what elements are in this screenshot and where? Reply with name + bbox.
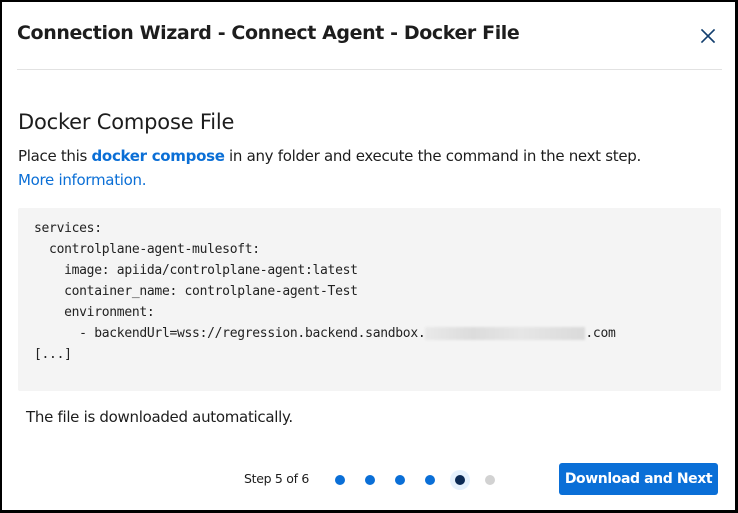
step-current-icon xyxy=(455,475,465,485)
step-done-icon xyxy=(365,475,375,485)
step-dot-5[interactable] xyxy=(450,470,470,490)
step-dot-2[interactable] xyxy=(360,470,380,490)
step-done-icon xyxy=(425,475,435,485)
step-dot-6[interactable] xyxy=(480,470,500,490)
step-dot-4[interactable] xyxy=(420,470,440,490)
download-note: The file is downloaded automatically. xyxy=(26,408,293,426)
header-divider xyxy=(17,69,722,70)
step-dot-1[interactable] xyxy=(330,470,350,490)
step-dot-3[interactable] xyxy=(390,470,410,490)
code-line: controlplane-agent-mulesoft: xyxy=(34,242,260,257)
dialog-title: Connection Wizard - Connect Agent - Dock… xyxy=(17,22,520,44)
description-suffix: in any folder and execute the command in… xyxy=(224,147,641,165)
download-and-next-button[interactable]: Download and Next xyxy=(559,463,718,495)
step-dots xyxy=(330,468,510,492)
more-information-link[interactable]: More information. xyxy=(18,171,147,189)
backend-url-prefix: - backendUrl=wss://regression.backend.sa… xyxy=(34,326,426,341)
step-indicator-label: Step 5 of 6 xyxy=(244,471,310,486)
dialog-header: Connection Wizard - Connect Agent - Dock… xyxy=(2,2,735,70)
code-line: environment: xyxy=(34,305,155,320)
code-line: services: xyxy=(34,221,102,236)
code-line: image: apiida/controlplane-agent:latest xyxy=(34,263,358,278)
code-line: container_name: controlplane-agent-Test xyxy=(34,284,358,299)
step-done-icon xyxy=(335,475,345,485)
step-pending-icon xyxy=(485,475,495,485)
close-icon xyxy=(700,28,716,44)
step-done-icon xyxy=(395,475,405,485)
code-line-backend-url: - backendUrl=wss://regression.backend.sa… xyxy=(34,323,721,344)
backend-url-suffix: .com xyxy=(585,326,616,341)
section-title: Docker Compose File xyxy=(18,110,235,134)
description: Place this docker compose in any folder … xyxy=(18,147,641,165)
close-button[interactable] xyxy=(696,24,720,48)
docker-compose-link[interactable]: docker compose xyxy=(91,147,225,165)
code-line: [...] xyxy=(34,347,72,362)
description-prefix: Place this xyxy=(18,147,92,165)
docker-compose-code-block: services: controlplane-agent-mulesoft: i… xyxy=(18,208,721,391)
redacted-text xyxy=(425,327,586,340)
